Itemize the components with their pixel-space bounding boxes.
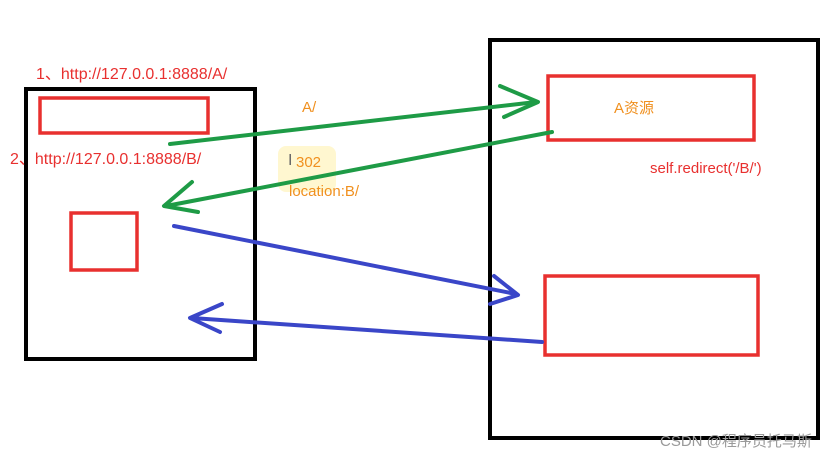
arrow-request-b (172, 224, 518, 296)
browser-box (24, 87, 257, 361)
url-a-label: 1、http://127.0.0.1:8888/A/ (36, 66, 228, 83)
resource-a-label: A资源 (614, 100, 655, 117)
arrow-redirect-302-head (162, 180, 200, 214)
arrow-request-a (168, 100, 538, 146)
resource-b-box (543, 274, 760, 357)
arrow-a-label: A/ (302, 99, 317, 116)
location-label: location:B/ (289, 183, 360, 200)
url-b-label: 2、http://127.0.0.1:8888/B/ (10, 151, 202, 168)
resource-a-box (546, 74, 756, 142)
watermark: CSDN @程序员托马斯 (660, 433, 812, 450)
status-code-label: 302 (296, 154, 322, 171)
address-bar-box (38, 96, 210, 135)
redirect-call-label: self.redirect('/B/') (650, 160, 762, 177)
page-content-box (69, 211, 139, 272)
arrow-response-b (190, 316, 544, 344)
server-box (488, 38, 820, 440)
arrow-redirect-302 (164, 130, 554, 208)
arrow-request-a-head (498, 84, 540, 119)
arrow-request-b-head (488, 274, 520, 306)
text-cursor-icon: I (288, 152, 293, 169)
arrow-response-b-head (188, 302, 224, 334)
